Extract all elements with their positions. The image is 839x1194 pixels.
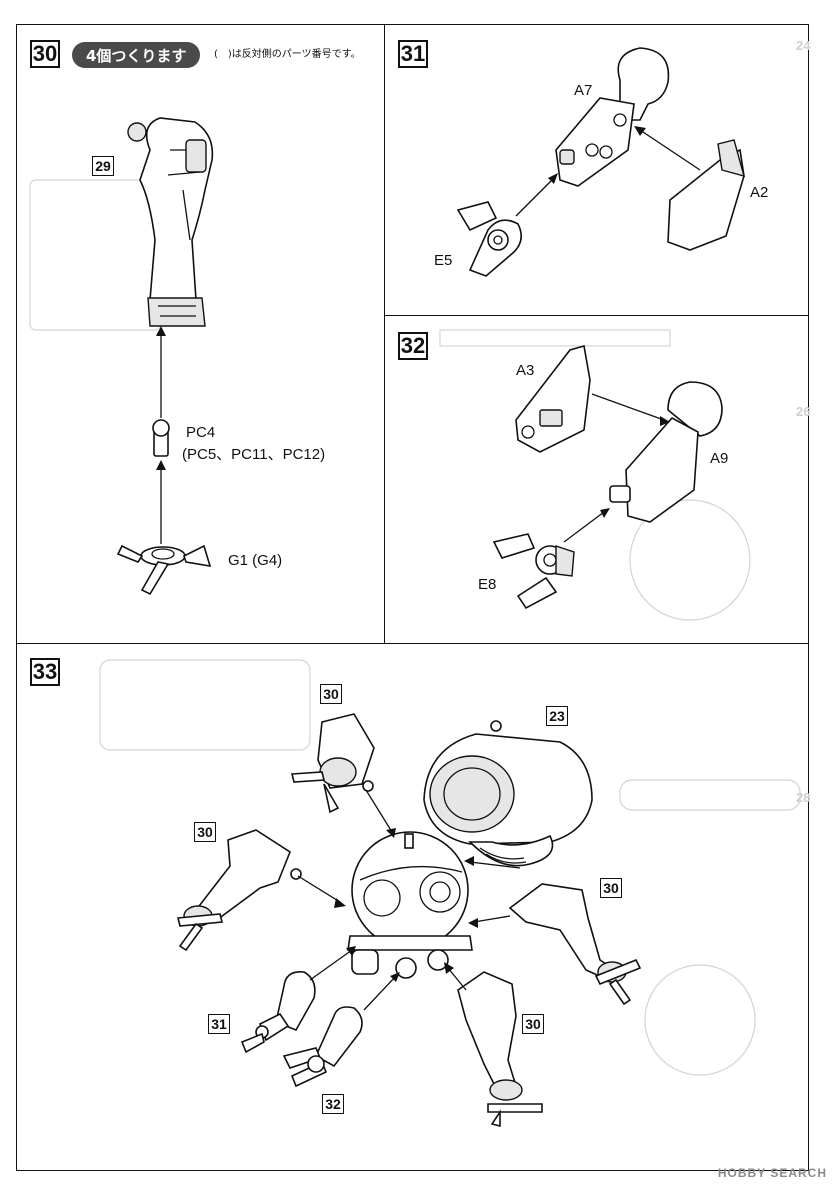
- leg-right-drawing: [508, 883, 642, 1006]
- a9-drawing: [609, 381, 723, 523]
- step-33-arrows: [297, 789, 521, 1011]
- step-33-number: 33: [30, 658, 60, 686]
- label-a9: A9: [710, 450, 729, 467]
- e5-drawing: [456, 201, 522, 277]
- arm-32-drawing: [282, 1006, 363, 1088]
- step-30-ref-29: 29: [92, 156, 114, 176]
- ghost-step-24: 24: [796, 38, 811, 53]
- label-a2: A2: [750, 184, 769, 201]
- step-30-number: 30: [30, 40, 60, 68]
- leg-29-drawing: [127, 117, 214, 327]
- step-31-number: 31: [398, 40, 428, 68]
- a2-drawing: [667, 139, 746, 251]
- step-33-ref-30-left: 30: [194, 822, 216, 842]
- step-32-number: 32: [398, 332, 428, 360]
- step-33-ref-31: 31: [208, 1014, 230, 1034]
- label-a3: A3: [516, 362, 535, 379]
- step-33-ref-23: 23: [546, 706, 568, 726]
- step-33-ref-30-right: 30: [600, 878, 622, 898]
- step-33-ref-32: 32: [322, 1094, 344, 1114]
- leg-top-drawing: [290, 713, 375, 814]
- step-30-banner: 4個つくります: [72, 42, 201, 68]
- a7-drawing: [555, 47, 670, 187]
- label-pc-alt: (PC5、PC11、PC12): [182, 446, 326, 463]
- e8-drawing: [492, 533, 575, 610]
- a3-drawing: [515, 344, 591, 453]
- label-a7: A7: [574, 82, 593, 99]
- pc4-drawing: [152, 419, 170, 457]
- hobbysearch-watermark: HOBBY SEARCH: [717, 1166, 827, 1180]
- bleed-through-shapes: [29, 179, 801, 1076]
- step-33-ref-30-bottom: 30: [522, 1014, 544, 1034]
- label-e8: E8: [478, 576, 497, 593]
- leg-left-drawing: [176, 829, 302, 952]
- step-32-arrows: [563, 393, 670, 543]
- leg-bottom-drawing: [457, 971, 543, 1128]
- step-30-note: ( )は反対側のパーツ番号です。: [214, 49, 361, 60]
- head-drawing: [347, 831, 473, 979]
- label-e5: E5: [434, 252, 453, 269]
- ghost-step-26: 26: [796, 404, 811, 419]
- step-31-arrows: [515, 126, 701, 217]
- step-30-arrows: [156, 326, 166, 544]
- label-g1: G1 (G4): [228, 552, 283, 569]
- step-33-panel: [16, 643, 809, 1171]
- step-33-ref-30-top: 30: [320, 684, 342, 704]
- g1-drawing: [116, 544, 212, 596]
- body-23-drawing: [423, 720, 593, 867]
- label-pc4: PC4: [186, 424, 216, 441]
- arm-31-drawing: [240, 970, 316, 1054]
